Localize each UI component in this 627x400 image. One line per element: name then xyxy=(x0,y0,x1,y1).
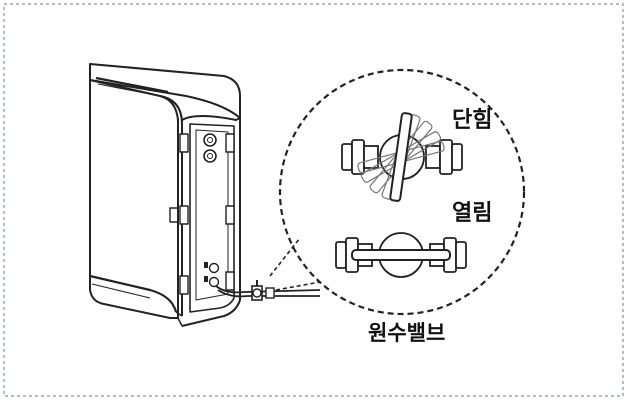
source-water-valve-label: 원수밸브 xyxy=(368,321,446,345)
open-state-label: 열림 xyxy=(452,201,493,226)
valve-closed-illustration xyxy=(341,112,463,202)
dashed-frame xyxy=(3,3,624,397)
magnifier-circle xyxy=(278,68,526,316)
callout-line xyxy=(275,281,321,291)
water-purifier-unit xyxy=(89,63,241,327)
hose-and-valve xyxy=(215,280,321,301)
callout-line xyxy=(269,237,301,277)
valve-open-illustration xyxy=(335,232,467,278)
closed-state-label: 단힘 xyxy=(452,108,493,133)
